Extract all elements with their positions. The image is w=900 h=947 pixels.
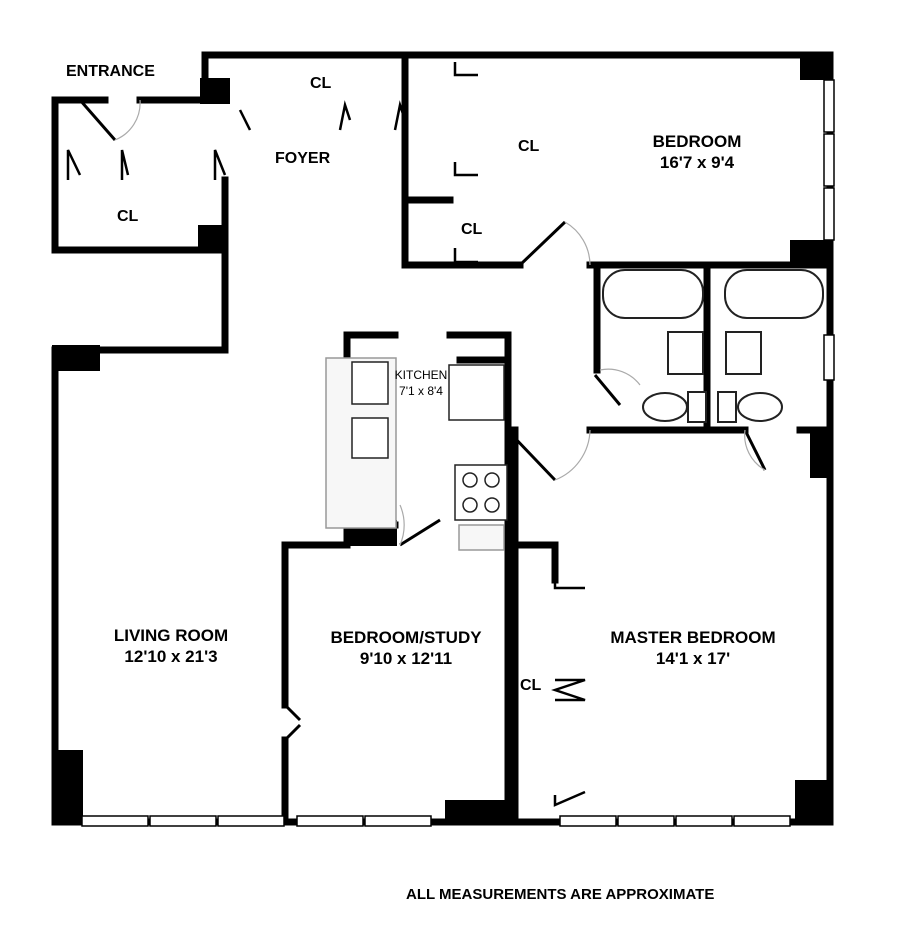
- dishwasher: [351, 417, 389, 459]
- closet-label-master: CL: [520, 677, 542, 694]
- closet-label-bedroom-2: CL: [461, 221, 483, 238]
- living-room-name: LIVING ROOM: [113, 626, 229, 645]
- stove: [454, 464, 508, 521]
- bathtub-1: [602, 269, 704, 319]
- kitchen-sink: [351, 361, 389, 405]
- closet-label-foyer: CL: [310, 75, 332, 92]
- bedroom-study-name: BEDROOM/STUDY: [330, 628, 482, 647]
- bathtub-2: [724, 269, 824, 319]
- door-swings: [114, 99, 766, 546]
- entrance-label: ENTRANCE: [66, 63, 155, 80]
- measurements-note: ALL MEASUREMENTS ARE APPROXIMATE: [406, 886, 715, 903]
- windows: [81, 79, 835, 827]
- kitchen-size: 7'1 x 8'4: [399, 384, 443, 398]
- wall-pillars: [52, 55, 832, 824]
- sink-1: [667, 331, 704, 375]
- doors: [78, 99, 767, 742]
- kitchen-name: KITCHEN: [394, 368, 448, 382]
- closet-label-bedroom-1: CL: [518, 138, 540, 155]
- foyer-label: FOYER: [275, 150, 331, 167]
- closet-doors: [66, 62, 586, 807]
- toilet-1: [642, 392, 688, 422]
- bedroom-size: 16'7 x 9'4: [659, 153, 735, 172]
- kitchen-fixtures: [325, 357, 508, 551]
- bathroom-fixtures: [602, 269, 824, 423]
- living-room-size: 12'10 x 21'3: [124, 647, 218, 666]
- bedroom-study-size: 9'10 x 12'11: [359, 649, 453, 668]
- closet-label-entrance: CL: [117, 208, 139, 225]
- bedroom-name: BEDROOM: [652, 132, 742, 151]
- master-bedroom-name: MASTER BEDROOM: [610, 628, 776, 647]
- master-bedroom-size: 14'1 x 17': [655, 649, 731, 668]
- refrigerator: [448, 364, 505, 421]
- sink-2: [725, 331, 762, 375]
- toilet-2: [737, 392, 783, 422]
